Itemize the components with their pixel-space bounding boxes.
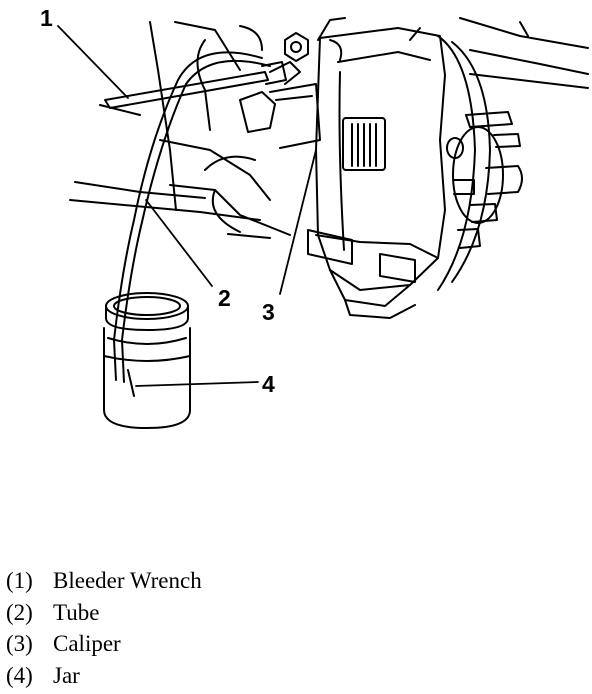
legend-item: (4) Jar <box>6 660 202 692</box>
axle-frame <box>69 17 589 239</box>
leader-1 <box>57 25 129 99</box>
legend-number: (3) <box>6 631 33 656</box>
callout-1: 1 <box>40 5 53 31</box>
leader-4 <box>135 381 259 387</box>
legend-label: Bleeder Wrench <box>53 568 202 593</box>
legend-label: Tube <box>53 599 100 625</box>
legend-number: (4) <box>6 662 33 688</box>
parts-legend: (1) Bleeder Wrench (2) Tube (3) Caliper (4)… <box>6 565 202 691</box>
leader-2 <box>145 199 213 287</box>
legend-number: (1) <box>6 568 33 593</box>
callout-4: 4 <box>262 371 275 397</box>
rotor-hub <box>437 35 523 291</box>
tube <box>113 51 271 383</box>
nut <box>284 32 309 62</box>
caliper <box>307 17 446 319</box>
legend-label: Jar <box>53 662 80 688</box>
leader-lines <box>57 25 317 387</box>
bleeder-fitting <box>239 61 321 149</box>
bleeder-wrench <box>104 61 287 109</box>
leader-3 <box>279 149 317 295</box>
legend-item: (2) Tube <box>6 597 202 629</box>
callout-3: 3 <box>262 299 275 325</box>
legend-label: Caliper <box>53 631 121 656</box>
legend-number: (2) <box>6 599 33 625</box>
legend-item: (1) Bleeder Wrench <box>6 565 202 597</box>
jar <box>103 292 191 429</box>
legend-item: (3) Caliper <box>6 628 202 660</box>
brake-bleeding-illustration: 1 2 3 4 <box>40 5 589 429</box>
callout-2: 2 <box>218 285 231 311</box>
